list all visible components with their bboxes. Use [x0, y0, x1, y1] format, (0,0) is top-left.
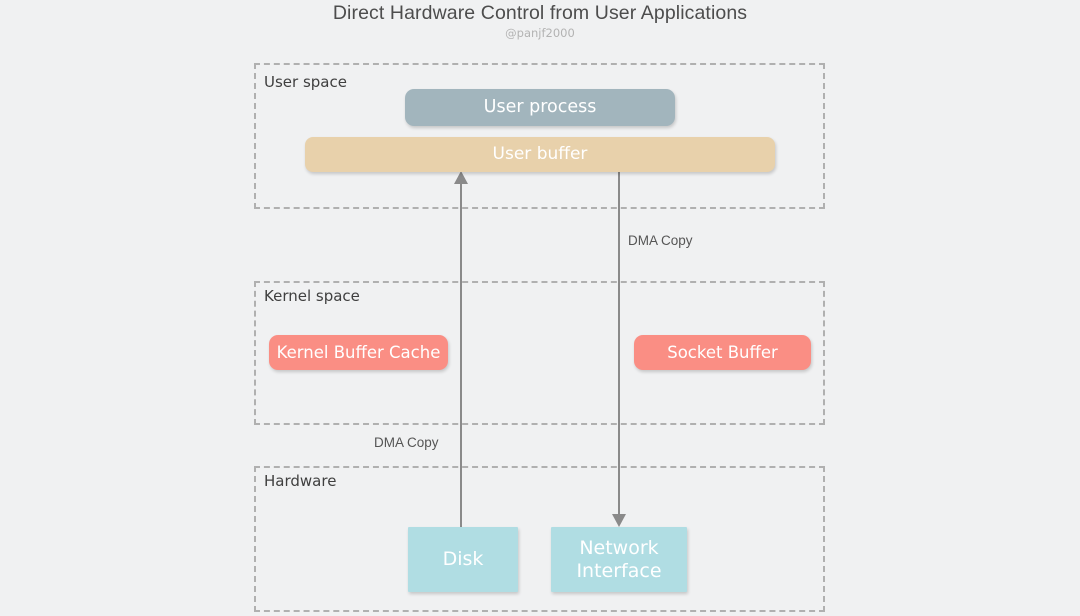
block-user-buffer: User buffer — [305, 137, 775, 172]
zone-kernel-space — [254, 281, 825, 425]
zone-hardware — [254, 466, 825, 612]
arrow-down-icon — [612, 514, 626, 527]
zone-label-user-space: User space — [263, 73, 349, 91]
arrow-up-icon — [454, 171, 468, 184]
zone-label-kernel-space: Kernel space — [263, 287, 362, 305]
block-network-interface-line2: Interface — [576, 559, 662, 582]
zone-label-hardware: Hardware — [263, 472, 339, 490]
connector-disk-to-user-buffer — [460, 184, 462, 531]
page-subtitle: @panjf2000 — [505, 26, 575, 40]
connector-user-buffer-to-network-interface — [618, 172, 620, 516]
block-network-interface-line1: Network — [579, 537, 659, 560]
block-network-interface: Network Interface — [551, 527, 687, 592]
block-user-process: User process — [405, 89, 675, 126]
block-socket-buffer: Socket Buffer — [634, 335, 811, 370]
connector-label-dma-copy-bottom: DMA Copy — [374, 435, 439, 450]
block-disk: Disk — [408, 527, 518, 592]
zone-user-space — [254, 63, 825, 209]
page-title: Direct Hardware Control from User Applic… — [332, 2, 748, 24]
block-kernel-buffer-cache: Kernel Buffer Cache — [269, 335, 448, 370]
connector-label-dma-copy-top: DMA Copy — [628, 233, 693, 248]
